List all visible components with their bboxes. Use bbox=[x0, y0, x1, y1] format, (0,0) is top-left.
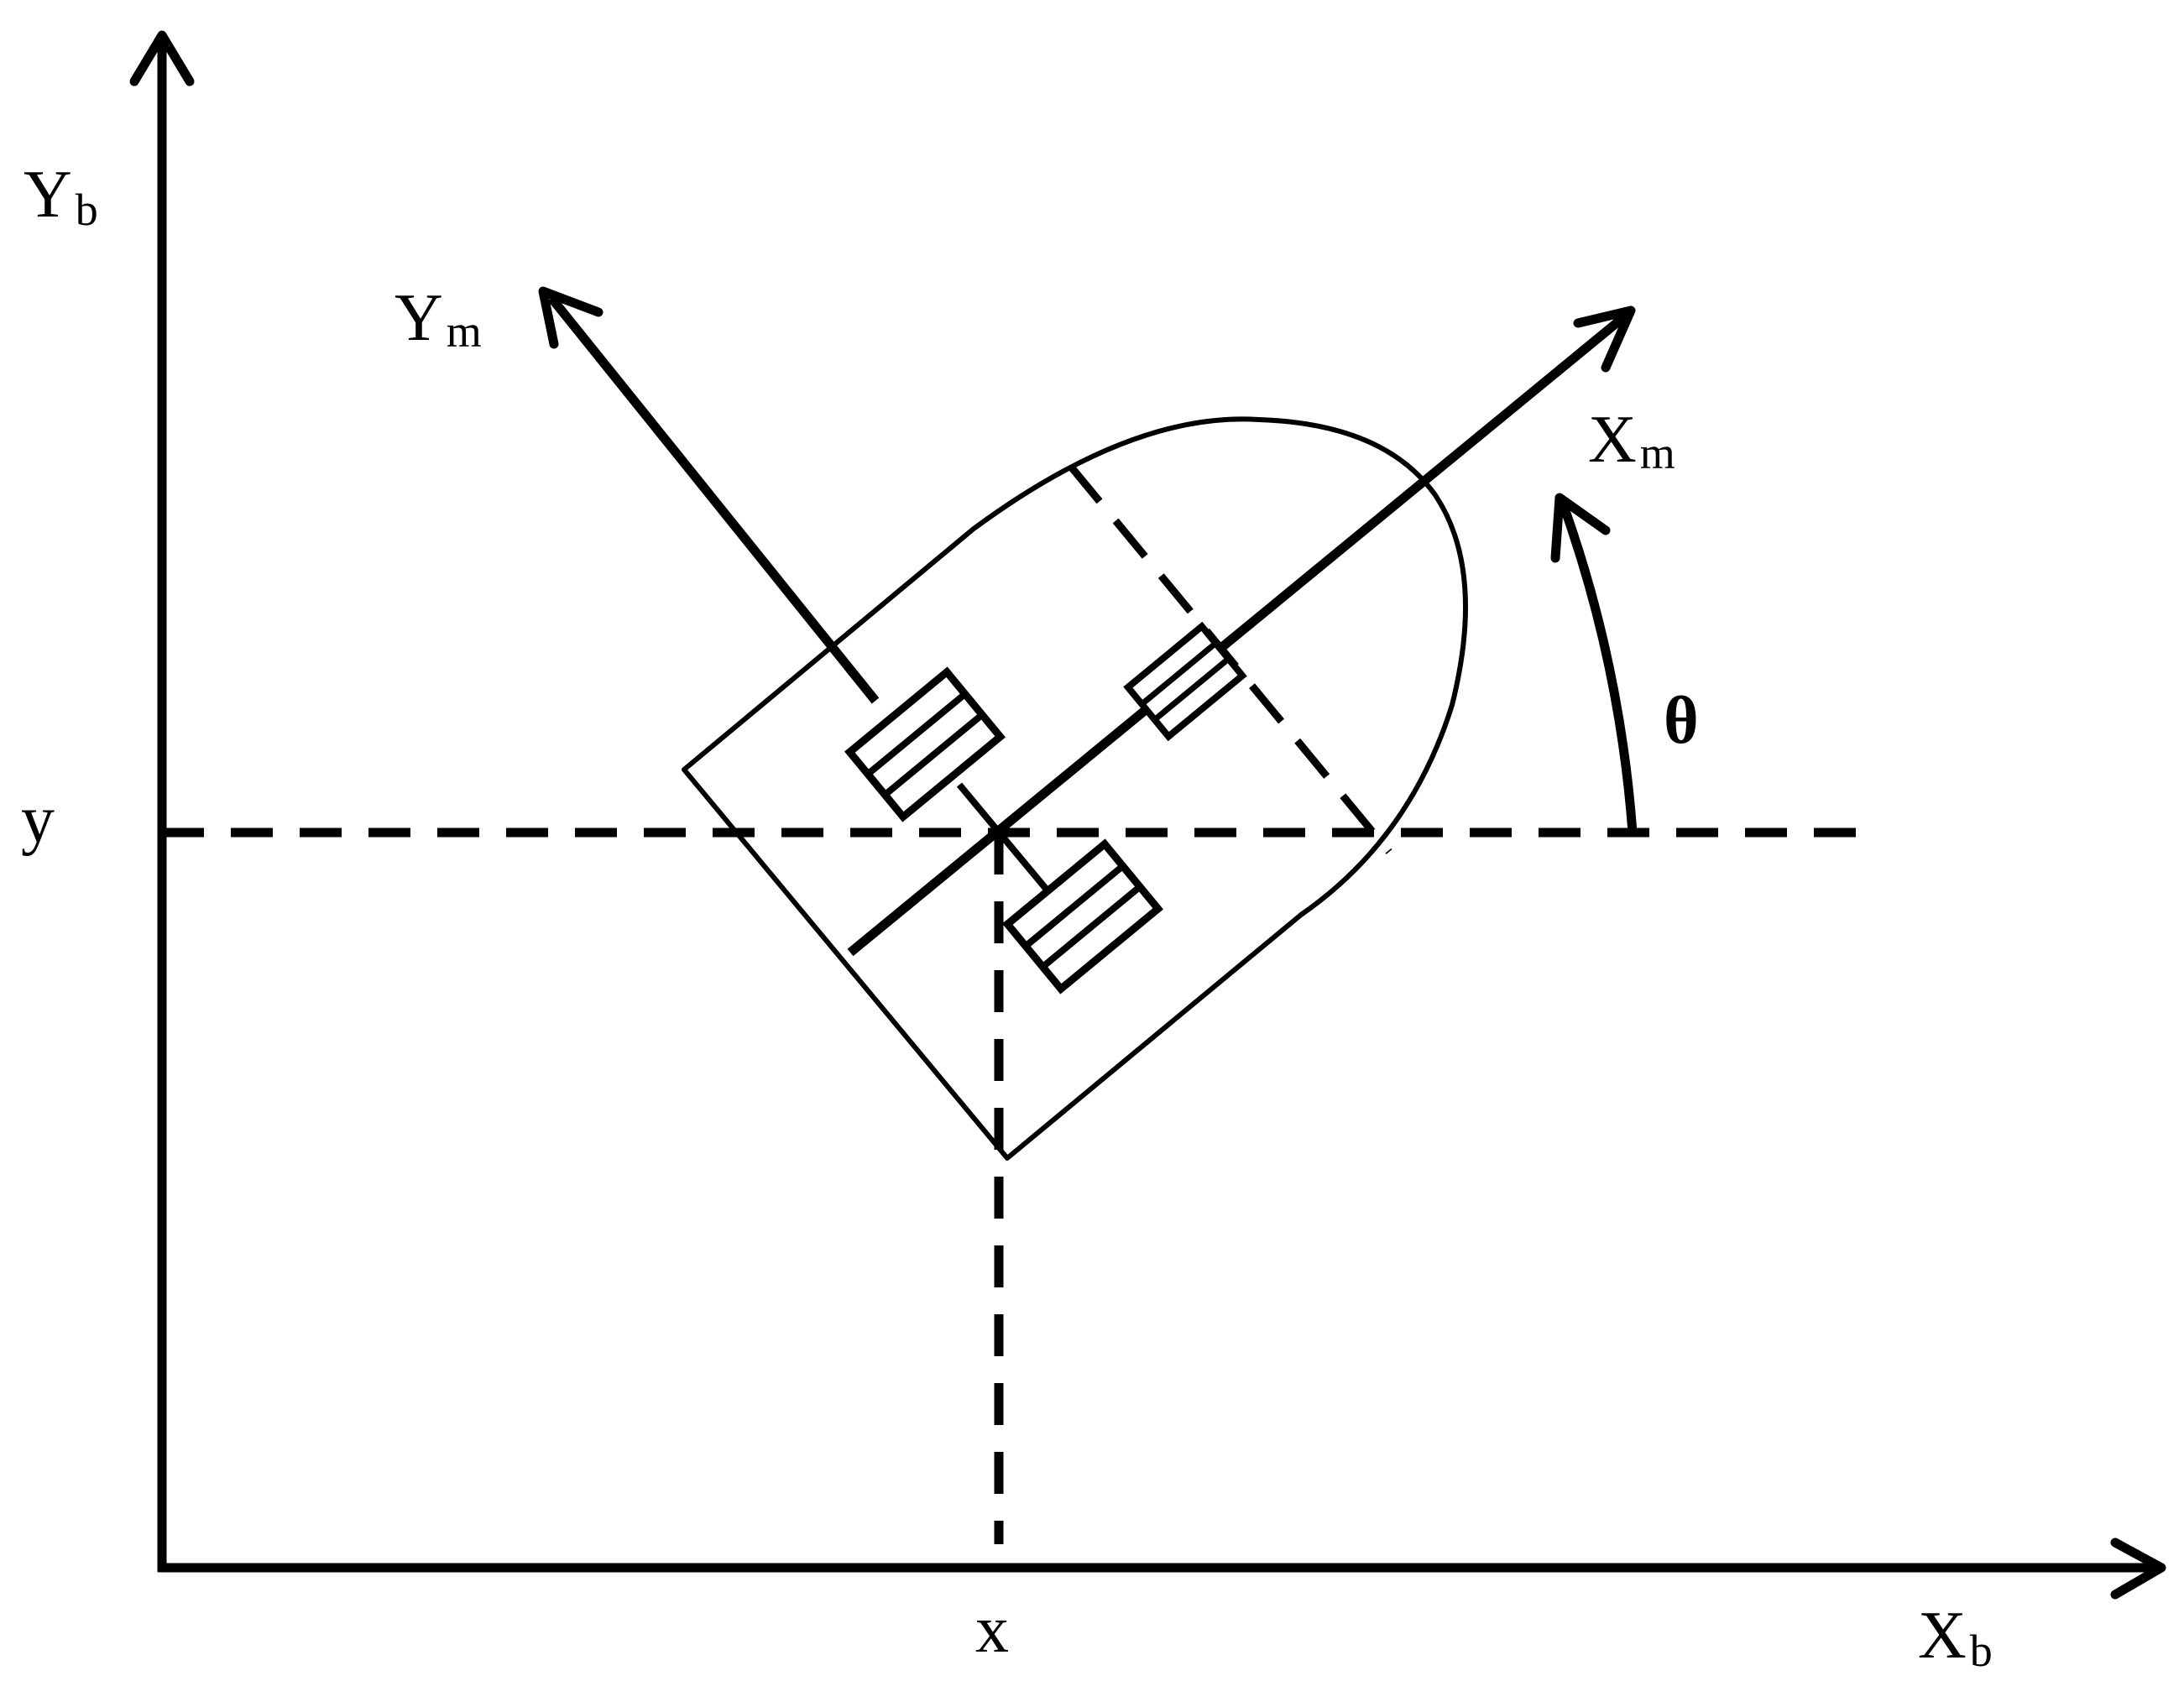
theta-arc-arrowhead bbox=[1550, 493, 1611, 563]
xm-axis-line bbox=[847, 311, 1630, 957]
ym-axis-line bbox=[547, 295, 880, 704]
left-wheel bbox=[844, 666, 1006, 822]
yb-axis-label: Yb bbox=[24, 158, 98, 235]
theta-angle-arc bbox=[1558, 502, 1638, 833]
xm-axis-label: Xm bbox=[1588, 403, 1675, 478]
yb-arrowhead bbox=[129, 30, 195, 86]
x-coordinate-label: x bbox=[975, 1593, 1009, 1667]
y-coordinate-label: y bbox=[21, 783, 55, 857]
right-wheel bbox=[1001, 838, 1164, 995]
xm-arrowhead bbox=[1573, 305, 1636, 373]
robot-body-outline bbox=[682, 416, 1468, 1161]
wheel-axle bbox=[956, 782, 1058, 902]
theta-label: θ bbox=[1664, 684, 1699, 758]
xb-axis-label: Xb bbox=[1918, 1599, 1993, 1676]
ym-axis-label: Ym bbox=[394, 281, 482, 357]
xb-arrowhead bbox=[2110, 1537, 2166, 1600]
ym-arrowhead bbox=[538, 286, 603, 349]
caster-wheel bbox=[1123, 621, 1247, 742]
